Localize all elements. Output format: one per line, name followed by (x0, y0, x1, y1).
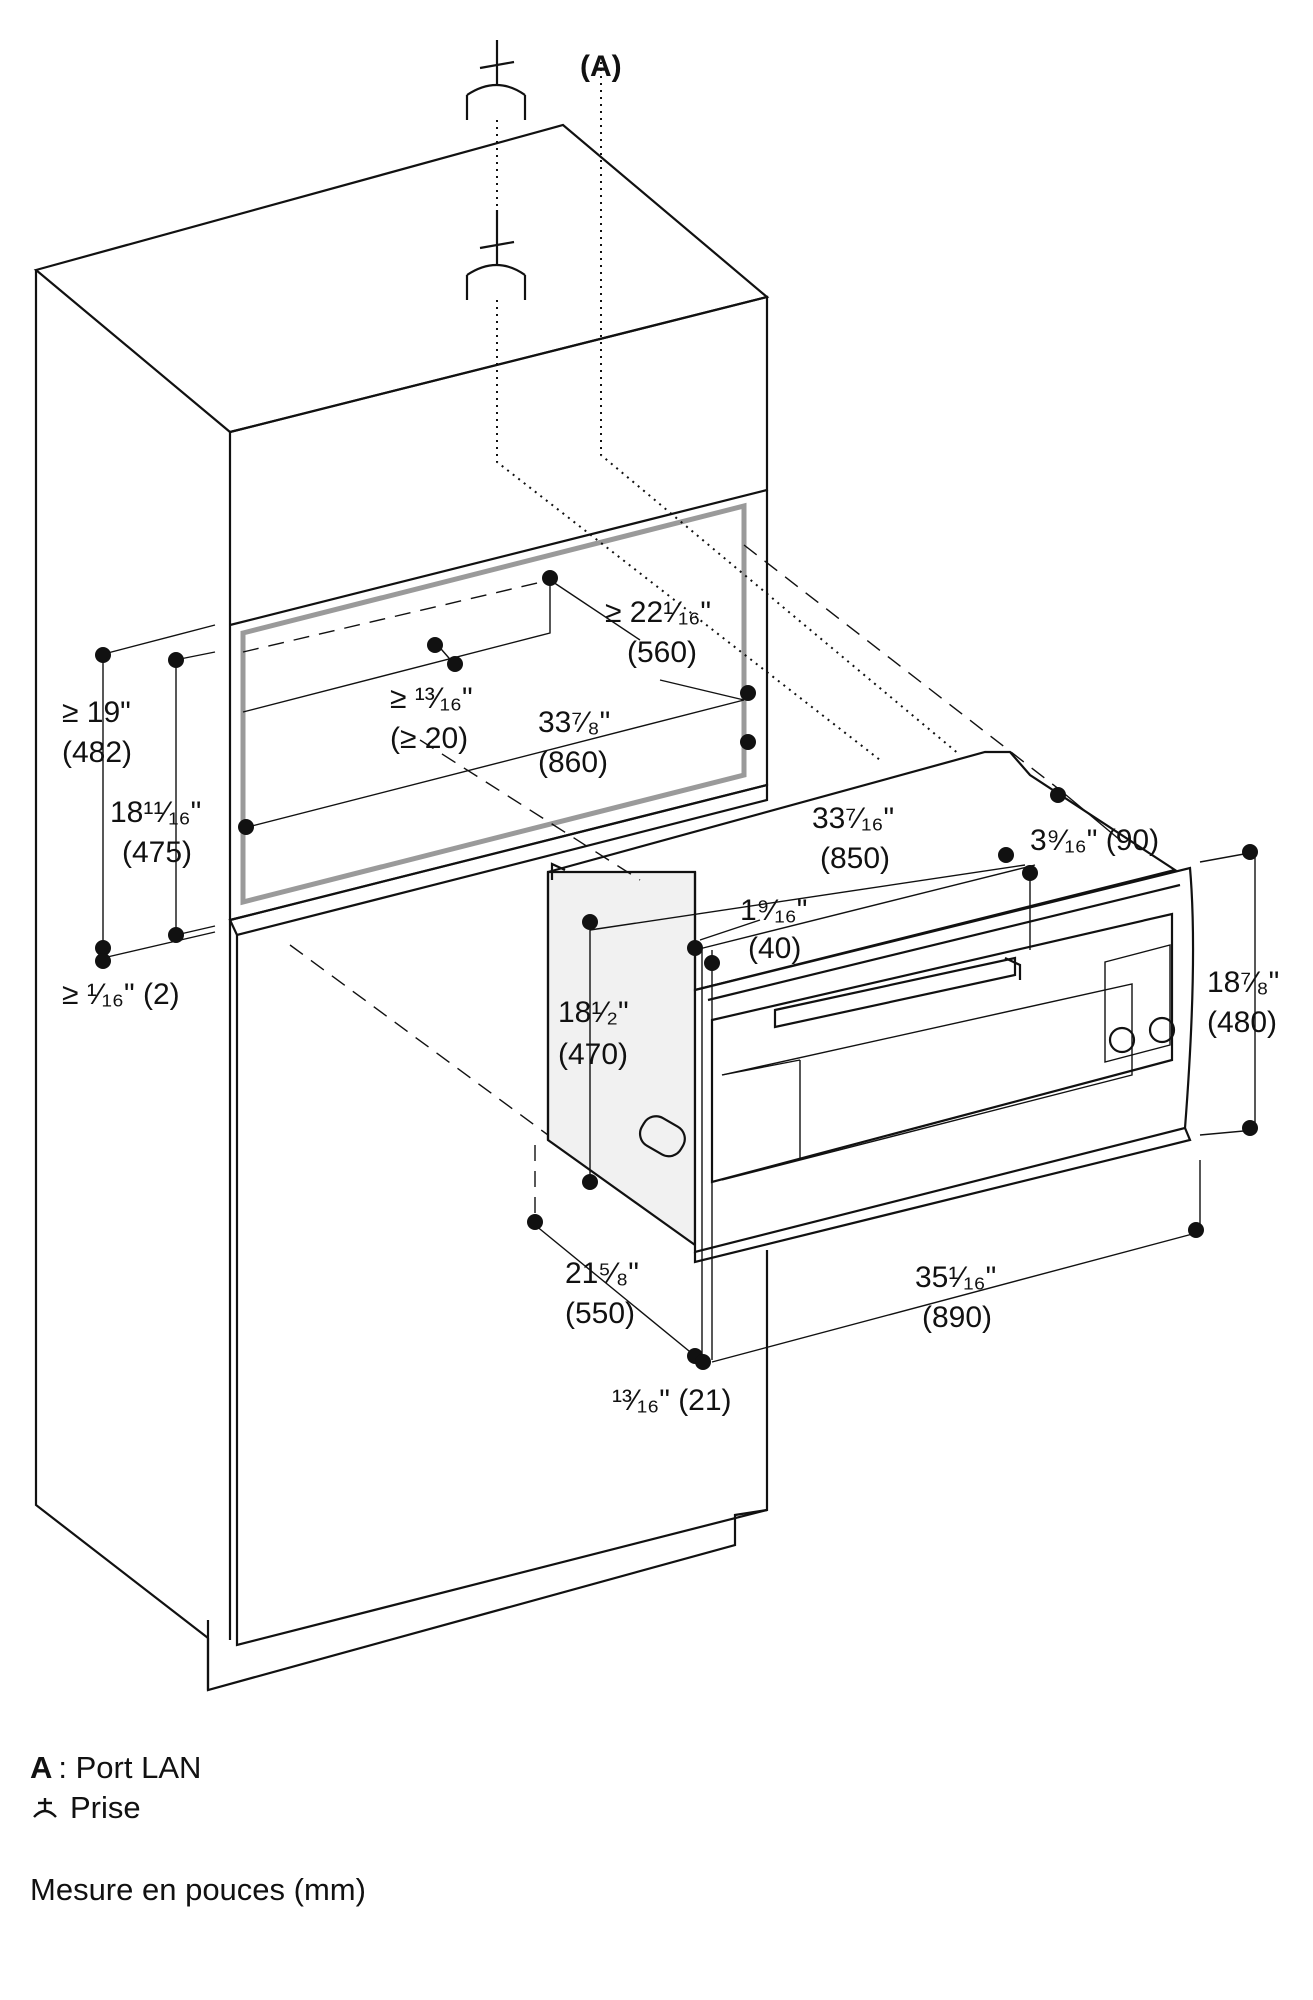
dim-body-depth-in: 21⁵⁄₈" (565, 1257, 639, 1290)
tall-cabinet (33, 123, 770, 1692)
measure-point-icon (704, 955, 720, 971)
measurement-note: Mesure en pouces (mm) (30, 1872, 366, 1907)
dim-front-width-mm: (890) (922, 1301, 992, 1334)
measure-points (95, 570, 1258, 1370)
measure-point-icon (740, 685, 756, 701)
dim-body-height-mm: (470) (558, 1038, 628, 1071)
oven (546, 750, 1195, 1264)
measure-point-icon (95, 953, 111, 969)
dim-gap-top-in: ≥ ¹³⁄₁₆" (390, 682, 473, 715)
measure-point-icon (95, 647, 111, 663)
measure-point-icon (95, 940, 111, 956)
label-a: (A) (580, 50, 622, 83)
measure-point-icon (582, 1174, 598, 1190)
dim-front-thickness: ¹³⁄₁₆" (21) (612, 1384, 732, 1417)
dim-niche-height-min-mm: (482) (62, 736, 132, 769)
measure-point-icon (427, 637, 443, 653)
dim-niche-height-min-in: ≥ 19" (62, 696, 131, 729)
legend: A : Port LAN Prise (30, 1748, 630, 1828)
measure-point-icon (1242, 844, 1258, 860)
dim-niche-width-mm: (860) (538, 746, 608, 779)
measure-point-icon (1188, 1222, 1204, 1238)
measure-point-icon (1242, 1120, 1258, 1136)
dim-front-height-in: 18⁷⁄₈" (1207, 966, 1279, 999)
legend-plug-label: Prise (70, 1790, 141, 1825)
measure-point-icon (168, 927, 184, 943)
dim-niche-depth-mm: (560) (627, 636, 697, 669)
legend-lan: A : Port LAN (30, 1748, 630, 1788)
measure-point-icon (1050, 787, 1066, 803)
dim-front-width-in: 35¹⁄₁₆" (915, 1261, 996, 1294)
measure-point-icon (238, 819, 254, 835)
dim-niche-height-mm: (475) (122, 836, 192, 869)
dimension-labels: ≥ 22¹⁄₁₆" (560) ≥ ¹³⁄₁₆" (≥ 20) 33⁷⁄₈" (… (62, 596, 1279, 1417)
measure-point-icon (447, 656, 463, 672)
dim-niche-width-in: 33⁷⁄₈" (538, 706, 610, 739)
legend-plug: Prise (30, 1788, 630, 1828)
legend-a-label: : Port LAN (58, 1750, 202, 1785)
dim-front-height-mm: (480) (1207, 1006, 1277, 1039)
legend-a-key: A (30, 1750, 53, 1785)
measure-point-icon (168, 652, 184, 668)
measure-point-icon (687, 940, 703, 956)
measure-point-icon (542, 570, 558, 586)
dim-rear-offset: 3⁹⁄₁₆" (90) (1030, 824, 1159, 857)
dim-gap-top-mm: (≥ 20) (390, 722, 468, 755)
dim-niche-height-in: 18¹¹⁄₁₆" (110, 796, 201, 829)
dim-body-width-in: 33⁷⁄₁₆" (812, 802, 894, 835)
measure-point-icon (740, 734, 756, 750)
measure-point-icon (582, 914, 598, 930)
dim-front-offset-in: 1⁹⁄₁₆" (740, 894, 807, 927)
cable-routes (496, 62, 961, 761)
measure-point-icon (998, 847, 1014, 863)
dimension-lines (99, 544, 1256, 1363)
dim-body-depth-mm: (550) (565, 1297, 635, 1330)
measure-point-icon (527, 1214, 543, 1230)
socket-symbols (465, 40, 527, 300)
plug-icon (33, 1798, 57, 1818)
dim-front-offset-mm: (40) (748, 932, 801, 965)
measure-point-icon (1022, 865, 1038, 881)
measure-point-icon (695, 1354, 711, 1370)
dim-gap-bottom: ≥ ¹⁄₁₆" (2) (62, 978, 180, 1011)
installation-diagram: (A) (33, 40, 1279, 1692)
dim-body-width-mm: (850) (820, 842, 890, 875)
dim-body-height-in: 18¹⁄₂" (558, 996, 629, 1029)
dim-niche-depth-in: ≥ 22¹⁄₁₆" (605, 596, 711, 629)
